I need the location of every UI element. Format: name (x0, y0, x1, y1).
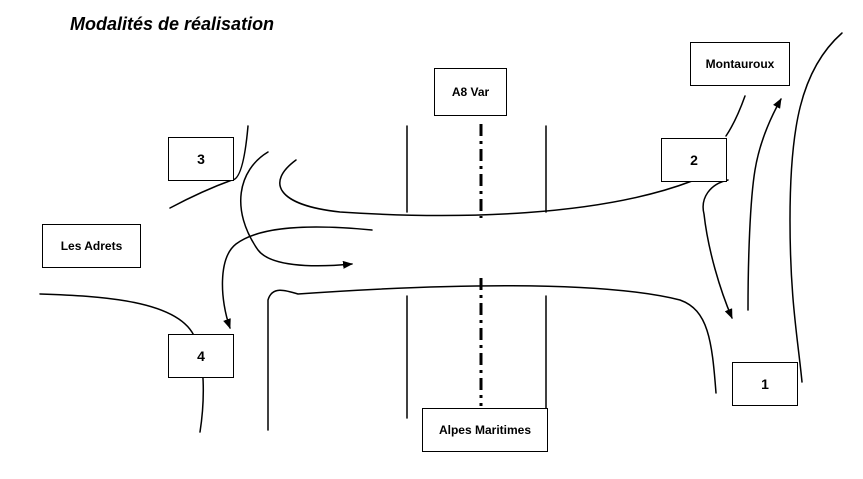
ramp-2-label: 2 (661, 138, 727, 182)
alpes-maritimes-label: Alpes Maritimes (422, 408, 548, 452)
ramp-4-label: 4 (168, 334, 234, 378)
road-edge-montauroux-inner (725, 95, 746, 137)
road-edge-montauroux-outer (789, 32, 843, 383)
montauroux-label: Montauroux (690, 42, 790, 86)
ramp-4-arrow (221, 226, 373, 329)
ramp-1-label: 1 (732, 362, 798, 406)
ramp-2-arrow (702, 179, 733, 319)
ramp-3-label: 3 (168, 137, 234, 181)
ramp-1-arrow (747, 98, 782, 311)
a8-var-label: A8 Var (434, 68, 507, 116)
road-edge-les-adrets (39, 293, 205, 433)
ramp-3-arrow (239, 151, 353, 269)
road-upper-edge (279, 159, 693, 217)
diagram-title: Modalités de réalisation (70, 14, 275, 34)
les-adrets-label: Les Adrets (42, 224, 141, 268)
road-lower-edge (267, 285, 717, 431)
